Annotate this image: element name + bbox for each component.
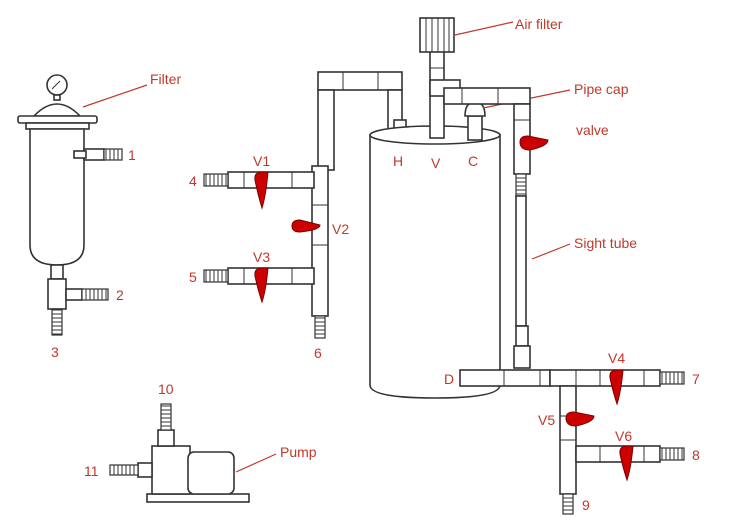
label-air-filter: Air filter	[515, 16, 563, 32]
label-v1: V1	[253, 153, 270, 169]
label-port-d: D	[444, 371, 454, 387]
bottom-manifold	[459, 369, 685, 515]
valve-v6-handle[interactable]	[619, 445, 634, 482]
label-n11: 11	[84, 463, 99, 479]
filter-housing-icon	[17, 103, 123, 336]
label-n9: 9	[582, 497, 590, 513]
label-pump: Pump	[280, 444, 317, 460]
sight-tube-assembly	[443, 87, 571, 369]
valve-v1-handle[interactable]	[254, 171, 269, 210]
valve-v2-handle[interactable]	[291, 219, 321, 233]
label-v4: V4	[608, 350, 625, 366]
label-v2: V2	[332, 221, 349, 237]
label-sight-tube: Sight tube	[574, 235, 637, 251]
air-filter-cap-icon	[419, 17, 455, 53]
valve-v4-handle[interactable]	[609, 369, 624, 406]
label-v6: V6	[615, 428, 632, 444]
label-n7: 7	[692, 371, 700, 387]
label-port-h: H	[393, 153, 403, 169]
label-v5: V5	[538, 412, 555, 428]
valve-top-handle[interactable]	[519, 135, 549, 151]
label-port-c: C	[468, 153, 478, 169]
label-n4: 4	[189, 173, 197, 189]
label-filter: Filter	[150, 71, 181, 87]
left-manifold	[203, 71, 407, 339]
label-n3: 3	[51, 344, 59, 360]
label-v3: V3	[253, 249, 270, 265]
tank	[369, 17, 571, 399]
labels: Filter Air filter Pipe cap valve Sight t…	[51, 16, 700, 513]
label-n6: 6	[314, 345, 322, 361]
label-n1: 1	[128, 147, 136, 163]
pump-icon	[109, 403, 277, 503]
label-pipe-cap: Pipe cap	[574, 81, 629, 97]
label-n5: 5	[189, 269, 197, 285]
label-port-v: V	[431, 155, 441, 171]
label-valve: valve	[576, 122, 609, 138]
pipe-cap-icon	[464, 101, 486, 141]
filter-assembly	[17, 74, 148, 336]
valve-v5-handle[interactable]	[565, 411, 595, 427]
label-n10: 10	[158, 381, 174, 397]
label-n8: 8	[692, 447, 700, 463]
valve-v3-handle[interactable]	[254, 267, 269, 304]
label-n2: 2	[116, 287, 124, 303]
filter-gauge-icon	[46, 74, 68, 101]
